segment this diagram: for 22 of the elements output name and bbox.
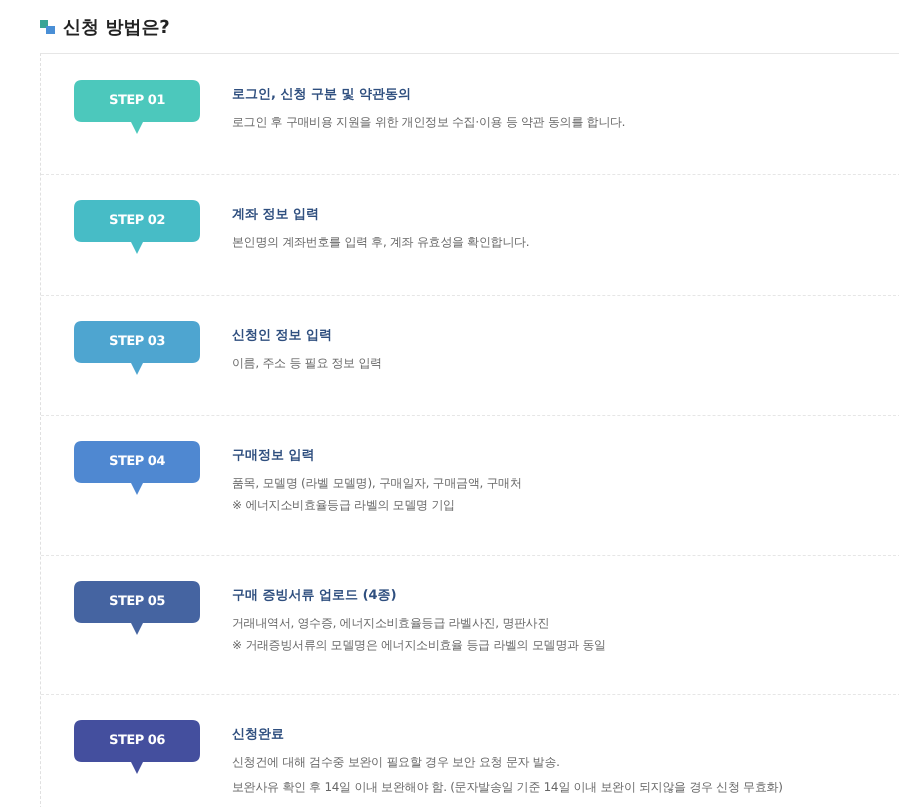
step-heading: 구매 증빙서류 업로드 (4종) — [232, 587, 397, 604]
step-description: 이름, 주소 등 필요 정보 입력 — [232, 355, 382, 372]
step-description: ※ 거래증빙서류의 모델명은 에너지소비효율 등급 라벨의 모델명과 동일 — [232, 637, 606, 654]
step-heading: 구매정보 입력 — [232, 447, 315, 464]
step-badge: STEP 04 — [74, 441, 200, 495]
step-heading: 신청인 정보 입력 — [232, 327, 332, 344]
step-badge: STEP 06 — [74, 720, 200, 774]
step-description: 품목, 모델명 (라벨 모델명), 구매일자, 구매금액, 구매처 — [232, 475, 522, 492]
step-badge: STEP 01 — [74, 80, 200, 134]
step-badge: STEP 05 — [74, 581, 200, 635]
step-description: ※ 에너지소비효율등급 라벨의 모델명 기입 — [232, 497, 455, 514]
step-heading: 계좌 정보 입력 — [232, 206, 320, 223]
step-heading: 신청완료 — [232, 726, 284, 743]
step-badge: STEP 03 — [74, 321, 200, 375]
step-badge: STEP 02 — [74, 200, 200, 254]
title: 신청 방법은? — [63, 16, 170, 39]
step-description: 로그인 후 구매비용 지원을 위한 개인정보 수집·이용 등 약관 동의를 합니다. — [232, 114, 626, 131]
step-description: 보완사유 확인 후 14일 이내 보완해야 함. (문자발송일 기준 14일 이내 보완이 되지않을 경우 신청 무효화) — [232, 779, 783, 796]
step-description: 신청건에 대해 검수중 보완이 필요할 경우 보안 요청 문자 발송. — [232, 754, 560, 771]
step-description: 본인명의 계좌번호를 입력 후, 계좌 유효성을 확인합니다. — [232, 234, 530, 251]
step-heading: 로그인, 신청 구분 및 약관동의 — [232, 86, 412, 103]
step-description: 거래내역서, 영수증, 에너지소비효율등급 라벨사진, 명판사진 — [232, 615, 550, 632]
